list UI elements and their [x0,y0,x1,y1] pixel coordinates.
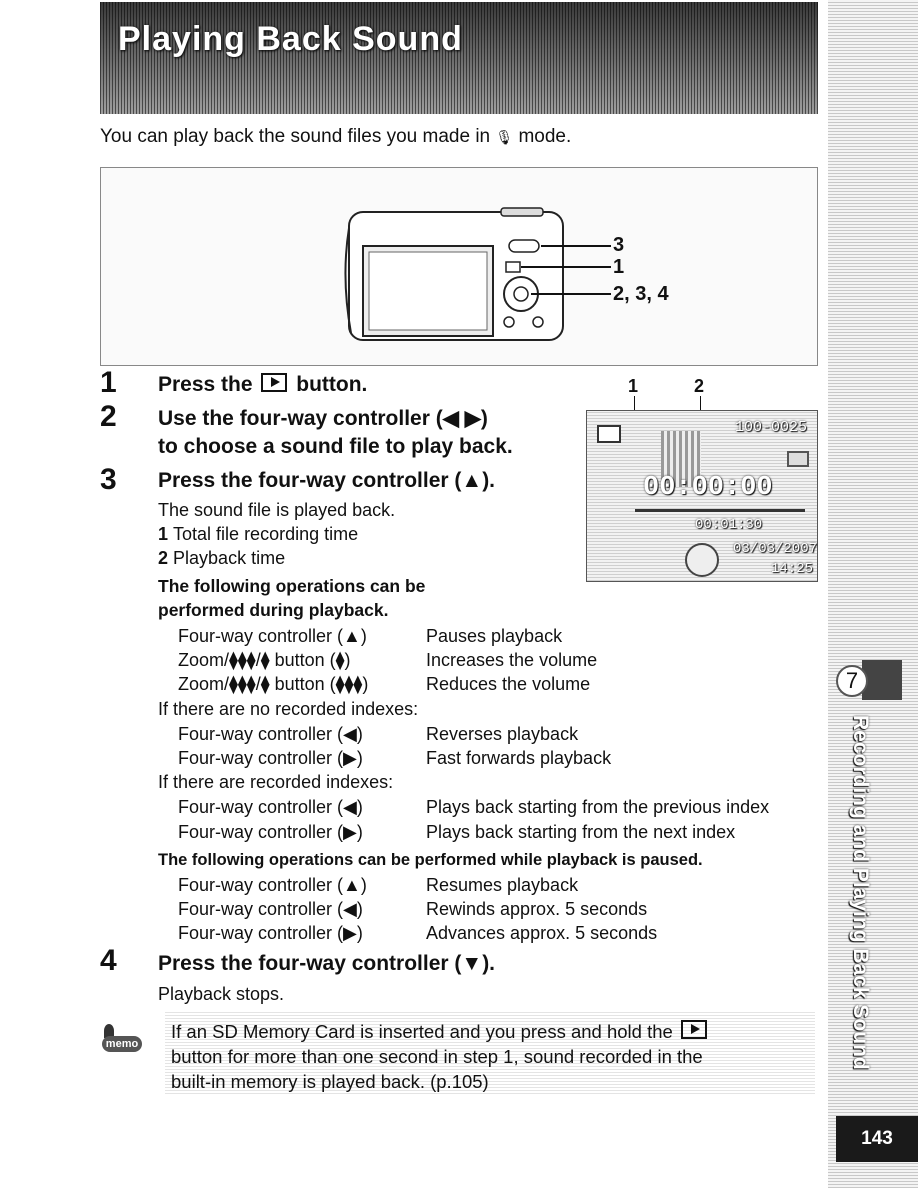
memo-icon-label: memo [102,1036,142,1052]
chapter-tab-bar [862,660,902,700]
memo-line-2: button for more than one second in step … [171,1046,703,1067]
page-number: 143 [836,1116,918,1162]
playback-button-icon [261,373,288,392]
no-index-label: If there are no recorded indexes: [158,699,419,719]
op-control: Four-way controller (◀) [178,899,363,919]
during-playback-heading-line2: performed during playback. [158,600,389,620]
index-label: If there are recorded indexes: [158,772,394,792]
figure-callout-1: 1 [613,256,625,278]
lcd-playback-time: 00:00:00 [643,473,773,503]
step-2-heading-line1: Use the four-way controller (◀ ▶) [158,407,488,430]
lcd-file-number: 100-0025 [735,419,808,436]
sound-playback-mode-icon [597,425,621,443]
step-1-number: 1 [100,366,117,399]
lcd-total-time: 00:01:30 [695,517,763,533]
legend-item-2-num: 2 [158,548,169,568]
op-action: Reverses playback [426,724,579,744]
op-control: Four-way controller (▶) [178,923,363,943]
step-1-text-after: button. [296,373,368,396]
op-control: Zoom/⧫⧫⧫/⧫ button (⧫) [178,650,351,670]
chapter-title: Recording and Playing Back Sound [849,715,872,1070]
op-control: Four-way controller (▲) [178,875,367,895]
intro-text-after: mode. [518,126,572,147]
camera-figure: 3 1 2, 3, 4 [100,167,818,366]
op-control: Four-way controller (▶) [178,822,363,842]
op-action: Plays back starting from the previous in… [426,797,770,817]
page-title: Playing Back Sound [118,20,463,58]
op-action: Pauses playback [426,626,563,646]
memo-line-1-text: If an SD Memory Card is inserted and you… [171,1021,673,1042]
intro-text-before: You can play back the sound files you ma… [100,126,491,147]
op-action: Increases the volume [426,650,598,670]
legend-item-1-text: Total file recording time [173,524,359,544]
memo-line-3: built-in memory is played back. (p.105) [171,1071,489,1092]
op-control: Four-way controller (◀) [178,797,363,817]
paused-heading: The following operations can be performe… [158,851,703,869]
step-1-text-before: Press the [158,373,253,396]
step-4-number: 4 [100,944,117,977]
intro-text: You can play back the sound files you ma… [100,126,571,148]
camera-illustration [344,207,611,341]
op-control: Four-way controller (◀) [178,724,363,744]
legend-item-2-text: Playback time [173,548,286,568]
step-3-heading: Press the four-way controller (▲). [158,469,496,492]
step-2-heading-line2: to choose a sound file to play back. [158,435,513,458]
op-action: Resumes playback [426,875,579,895]
figure-callout-3: 3 [613,234,625,256]
op-action: Advances approx. 5 seconds [426,923,658,943]
op-control: Four-way controller (▶) [178,748,363,768]
legend-item-1-num: 1 [158,524,169,544]
during-playback-heading-line1: The following operations can be [158,576,426,596]
step-1-heading: Press the button. [158,373,367,397]
step-3-body: The sound file is played back. [158,500,396,520]
four-way-controller-icon [685,543,719,577]
figure-callout-2-3-4: 2, 3, 4 [613,283,669,305]
op-action: Rewinds approx. 5 seconds [426,899,648,919]
title-banner [100,2,818,114]
progress-track [635,509,805,512]
playback-button-icon [680,1020,707,1039]
legend-item-2: 2 Playback time [158,548,285,569]
memo-box: If an SD Memory Card is inserted and you… [165,1012,815,1094]
battery-icon [787,451,809,467]
chapter-side-strip [828,0,918,1188]
op-control: Zoom/⧫⧫⧫/⧫ button (⧫⧫⧫) [178,674,369,694]
lcd-screen: 100-0025 00:00:00 00:01:30 03/03/2007 14… [586,410,818,582]
memo-icon: memo [102,1024,146,1054]
step-2-number: 2 [100,400,117,433]
chapter-number: 7 [836,665,868,697]
microphone-icon: 🎙 [495,129,514,145]
legend-item-1: 1 Total file recording time [158,524,358,545]
lcd-callout-1: 1 [628,376,639,396]
step-4-heading: Press the four-way controller (▼). [158,952,496,975]
memo-line-1: If an SD Memory Card is inserted and you… [171,1020,710,1043]
speaker-icon [661,431,701,487]
lcd-callout-2: 2 [694,376,705,396]
op-action: Reduces the volume [426,674,591,694]
op-control: Four-way controller (▲) [178,626,367,646]
step-3-number: 3 [100,463,117,496]
lcd-time: 14:25 [771,561,814,577]
lcd-date: 03/03/2007 [733,541,818,557]
step-4-body: Playback stops. [158,984,285,1004]
op-action: Plays back starting from the next index [426,822,736,842]
op-action: Fast forwards playback [426,748,612,768]
